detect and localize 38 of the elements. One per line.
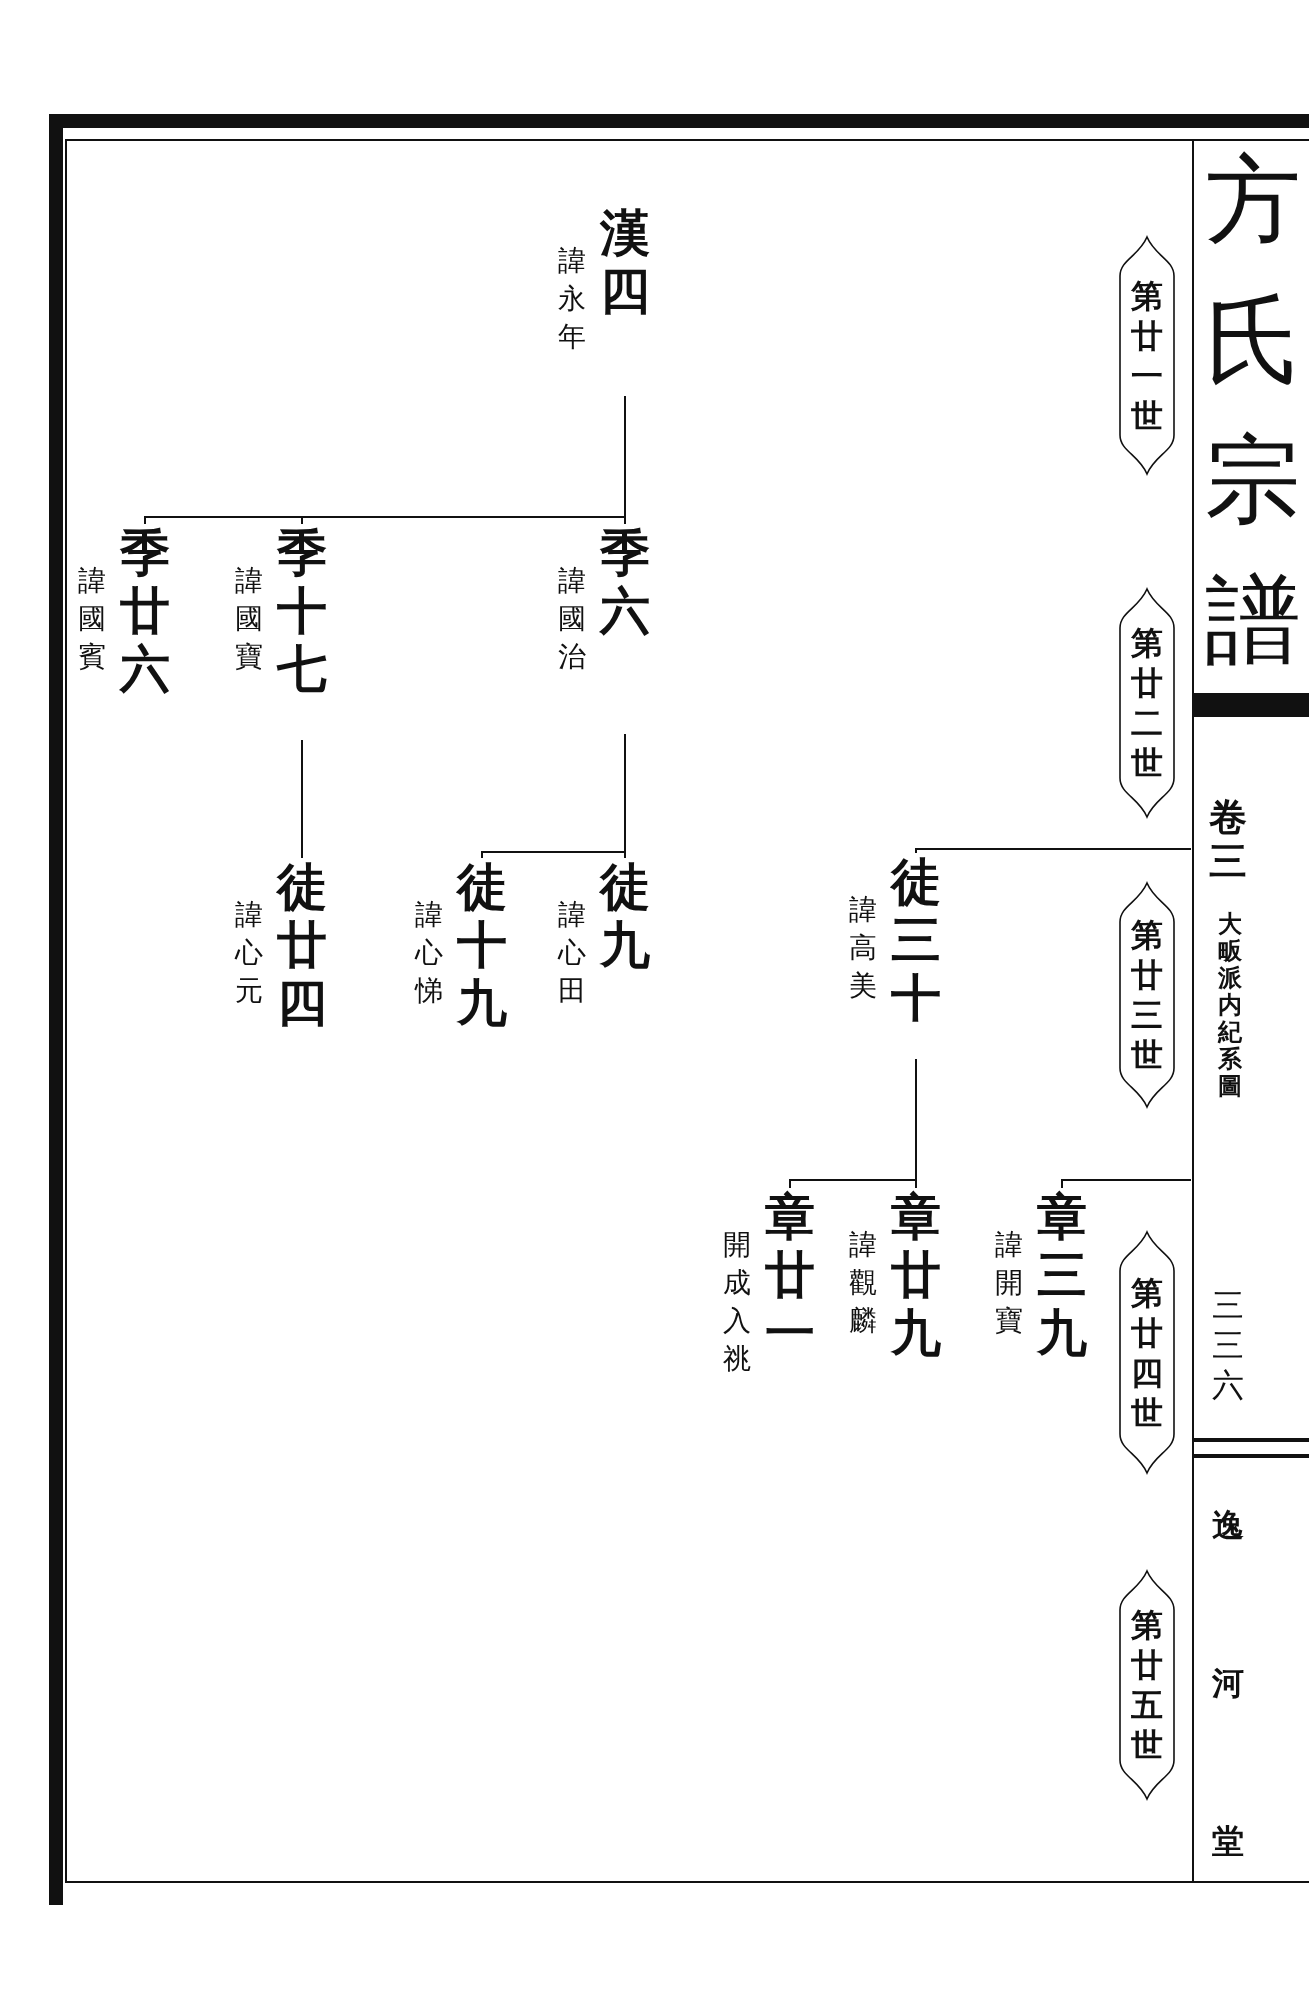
generation-label: 第廿一世 [1131, 275, 1163, 436]
person-name: 徒九 [600, 858, 650, 974]
person-name: 徒三十 [891, 853, 941, 1027]
generation-label: 第廿三世 [1131, 915, 1163, 1075]
lineage-line [301, 739, 303, 859]
personal-name-note: 諱高美 [849, 892, 877, 1004]
personal-name-note: 諱開寶 [995, 1227, 1023, 1339]
lineage-line [789, 1058, 917, 1189]
person-name: 季廿六 [120, 524, 170, 698]
personal-name-note: 諱心元 [235, 897, 263, 1009]
personal-name-note: 諱國治 [558, 563, 586, 675]
person-name: 漢四 [600, 204, 650, 320]
personal-name-note: 諱心田 [558, 897, 586, 1009]
section-title: 大畈派内紀系圖 [1218, 910, 1242, 1099]
person-name: 章廿一 [765, 1188, 815, 1362]
personal-name-note: 諱觀麟 [849, 1227, 877, 1339]
personal-name-note: 諱國寶 [235, 563, 263, 675]
lineage-line [144, 395, 626, 525]
person-name: 章三九 [1037, 1188, 1087, 1362]
person-name: 徒十九 [457, 858, 507, 1032]
personal-name-note: 諱永年 [558, 243, 586, 355]
generation-label: 第廿二世 [1131, 623, 1163, 783]
lineage-line [481, 733, 626, 859]
lineage-line [1061, 1179, 1192, 1189]
lineage-line [915, 848, 1192, 854]
generation-label: 第廿五世 [1131, 1605, 1163, 1765]
person-name: 章廿九 [891, 1188, 941, 1362]
volume-label: 卷三 [1209, 795, 1247, 883]
person-name: 徒廿四 [277, 858, 327, 1032]
personal-name-note: 諱心悌 [415, 897, 443, 1009]
book-title: 方氏宗譜 [1205, 143, 1301, 678]
person-name: 季十七 [277, 524, 327, 698]
hall-name: 逸河堂 [1212, 1505, 1244, 1862]
generation-label: 第廿四世 [1131, 1272, 1163, 1433]
page-number: 三三六 [1212, 1285, 1244, 1405]
personal-name-note: 諱國賓 [78, 563, 106, 675]
person-name: 季六 [600, 524, 650, 640]
personal-name-note: 開成入祧 [723, 1227, 751, 1377]
